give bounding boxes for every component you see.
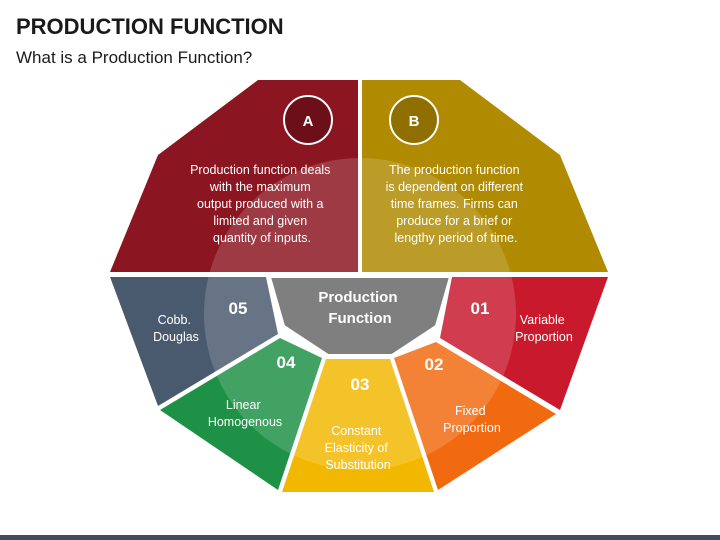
segment-03-label: Constant Elasticity of Substitution [325,424,392,472]
panel-a: A Production function deals with the max… [110,80,358,272]
panel-a-badge [283,95,333,145]
panel-a-line: limited and given [213,214,307,228]
panel-a-line: with the maximum [209,180,311,194]
segment-05-number: 05 [229,299,248,318]
panel-a-line: output produced with a [197,197,324,211]
center-hub-line: Function [328,310,391,327]
segment-02-background [394,342,556,490]
segment-03-line: Elasticity of [325,441,389,455]
segment-04-number: 04 [277,353,296,372]
segment-04-label: Linear Homogenous [208,398,282,429]
segment-05-background [110,277,278,406]
panel-b-letter: B [409,113,420,130]
segment-03-line: Constant [331,424,382,438]
panel-b-line: is dependent on different [386,180,524,194]
segment-03: 03 Constant Elasticity of Substitution [282,359,434,492]
segment-05: 05 Cobb. Douglas [110,277,278,406]
panel-a-text: Production function deals with the maxim… [190,163,334,245]
segment-04-line: Homogenous [208,415,282,429]
panel-b-line: time frames. Firms can [391,197,518,211]
panel-b-text: The production function is dependent on … [386,163,527,245]
segment-01: 01 Variable Proportion [440,277,608,410]
panel-b: B The production function is dependent o… [362,80,608,272]
center-hub-background [268,276,452,356]
segment-01-line: Variable [520,313,565,327]
segment-05-label: Cobb. Douglas [153,313,199,344]
segment-02: 02 Fixed Proportion [394,342,556,490]
segment-01-line: Proportion [515,330,573,344]
segment-05-line: Douglas [153,330,199,344]
segment-02-line: Fixed [455,404,486,418]
segment-05-line: Cobb. [158,313,191,327]
panel-b-line: lengthy period of time. [395,231,518,245]
panel-b-line: produce for a brief or [396,214,512,228]
segment-04: 04 Linear Homogenous [160,338,322,490]
center-hub-title: Production Function [318,289,401,327]
segment-01-background [440,277,608,410]
panel-b-badge [389,95,439,145]
segment-03-number: 03 [351,375,370,394]
segment-02-number: 02 [425,355,444,374]
panel-a-line: quantity of inputs. [213,231,311,245]
segment-03-background [282,359,434,492]
panel-a-letter: A [303,113,314,130]
center-hub-line: Production [318,289,397,306]
panel-b-line: The production function [389,163,520,177]
segment-01-label: Variable Proportion [515,313,573,344]
page-title: PRODUCTION FUNCTION [16,14,284,39]
page-subtitle: What is a Production Function? [16,48,253,67]
panel-a-line: Production function deals [190,163,330,177]
segment-03-line: Substitution [325,458,390,472]
segment-02-line: Proportion [443,421,501,435]
segment-04-background [160,338,322,490]
center-hub: Production Function [268,276,452,356]
bottom-bar [0,535,720,540]
segment-02-label: Fixed Proportion [443,404,501,435]
segment-04-line: Linear [226,398,261,412]
segment-01-number: 01 [471,299,490,318]
